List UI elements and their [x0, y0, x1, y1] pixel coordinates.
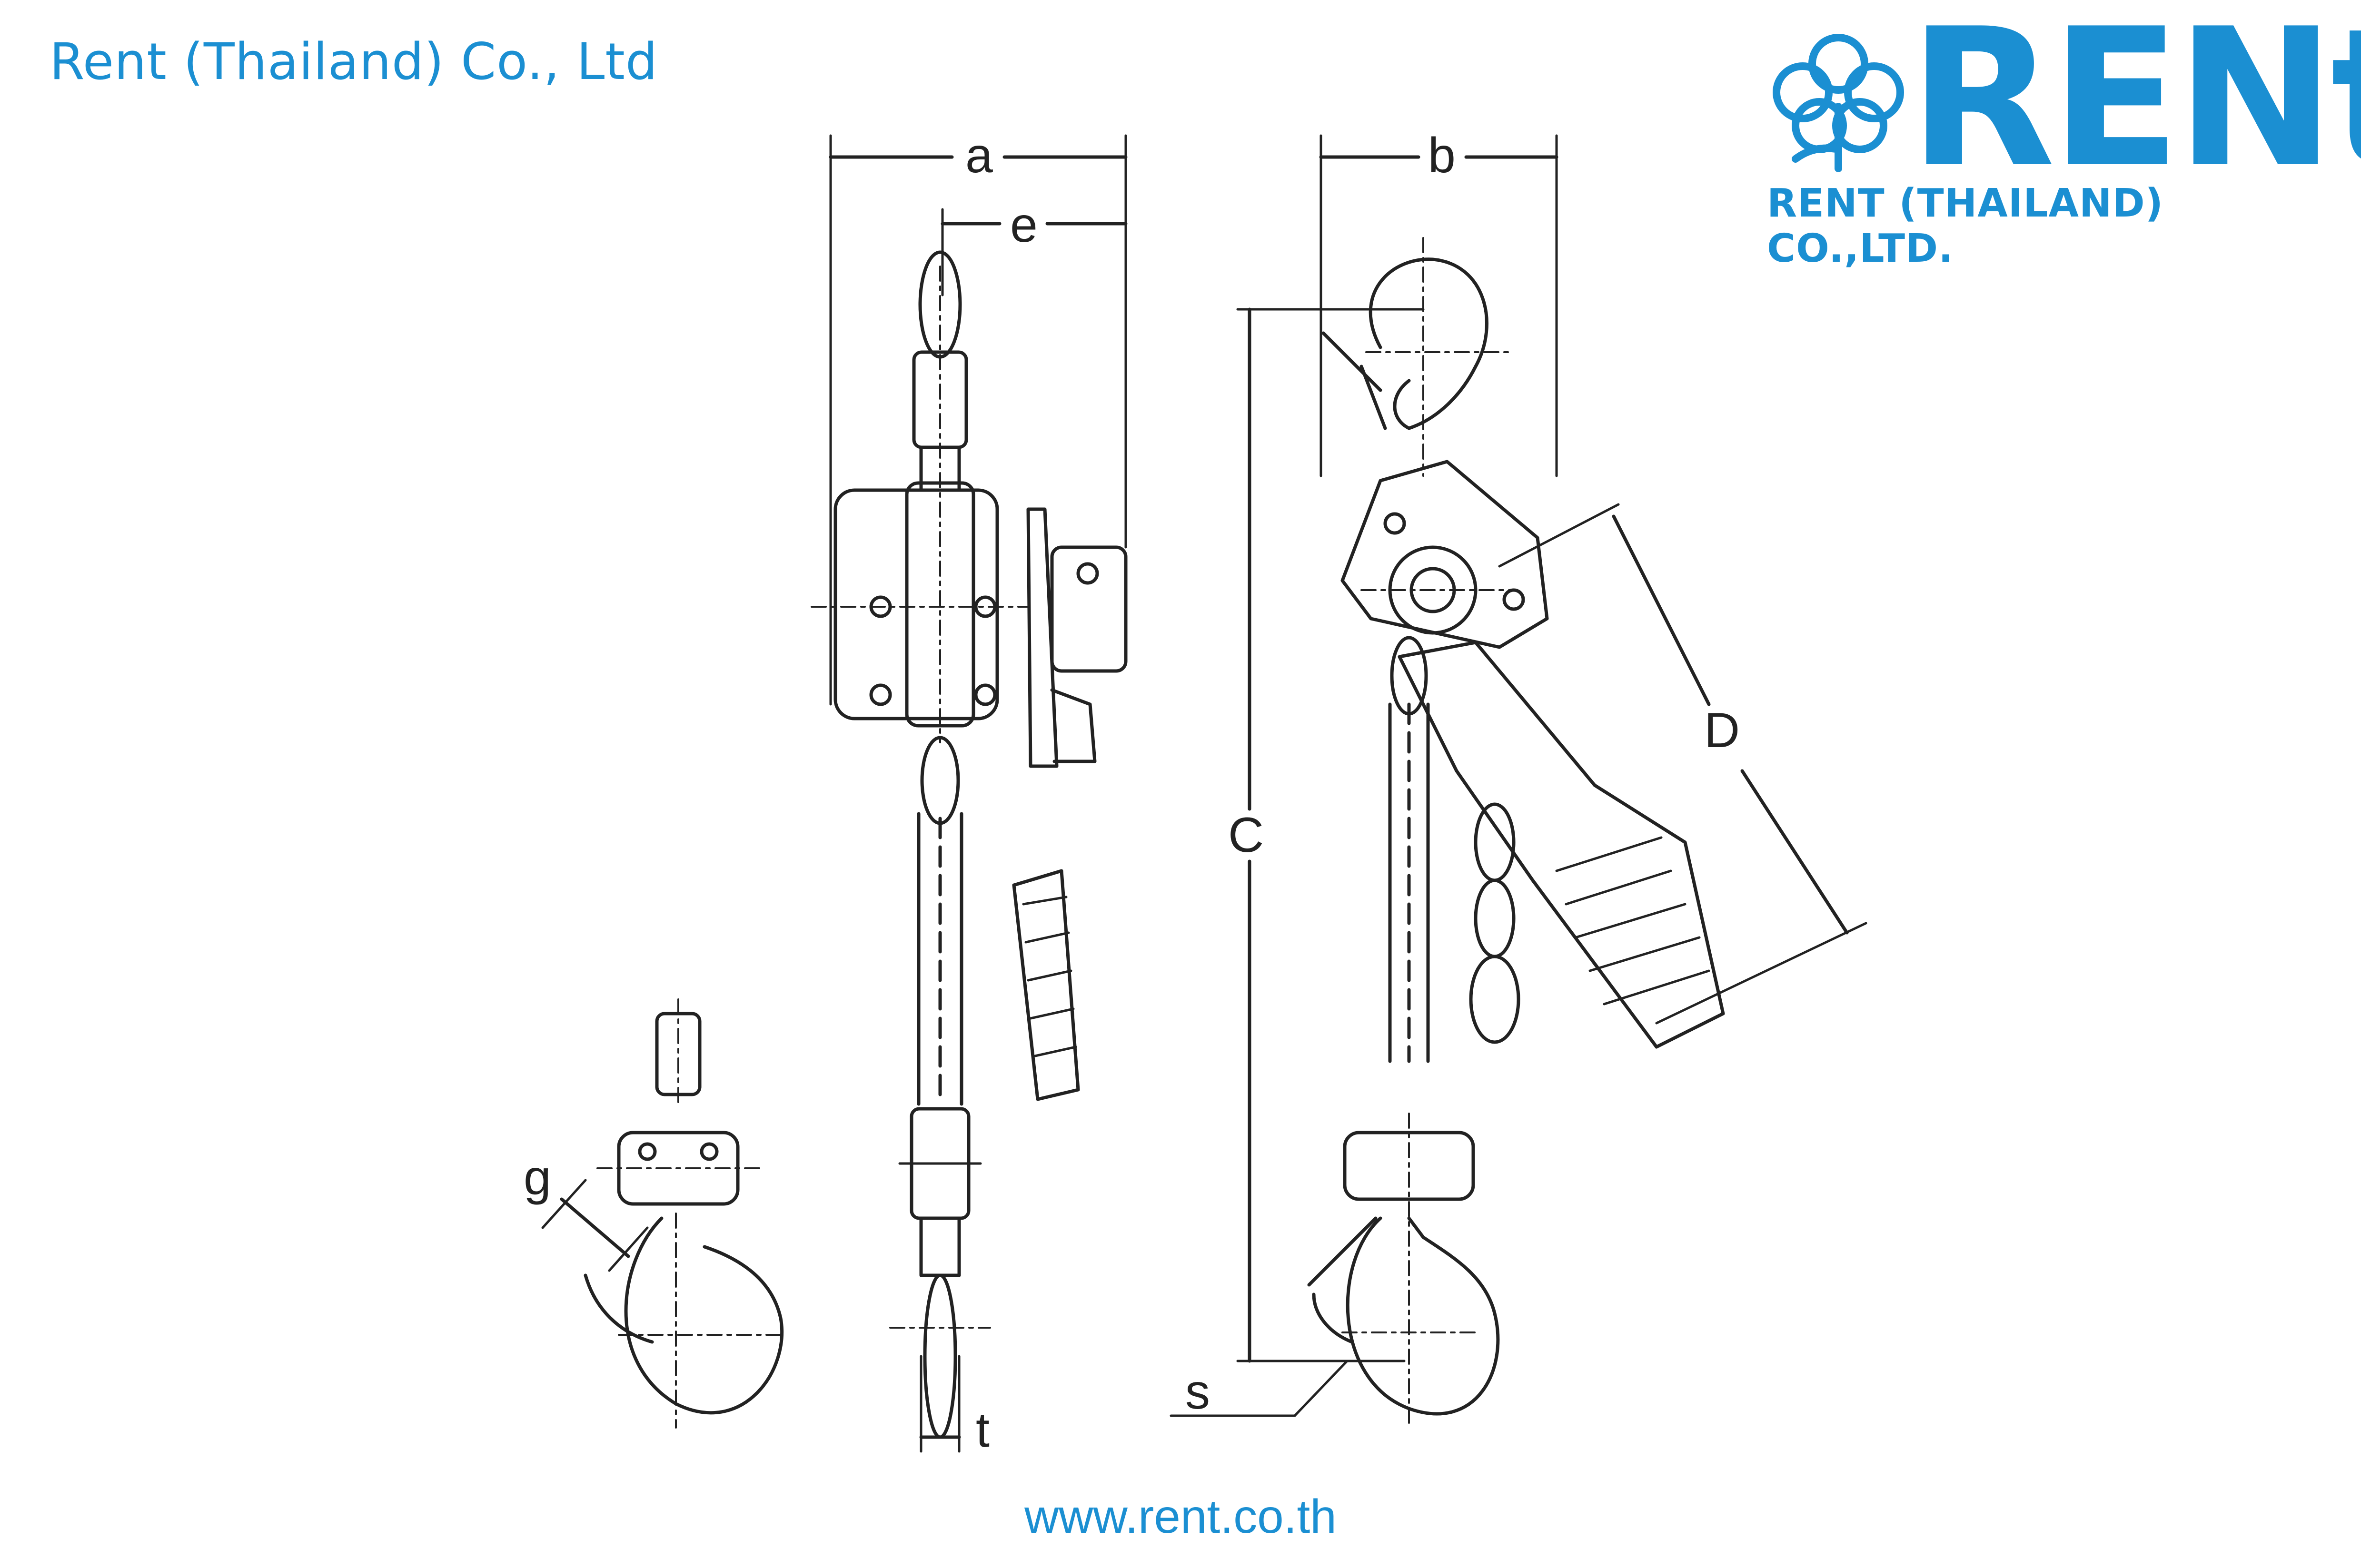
dimension-label-a: a	[965, 128, 993, 183]
dimension-label-d: D	[1704, 703, 1740, 758]
logo-subtitle: RENT (THAILAND) CO.,LTD.	[1767, 181, 2164, 271]
dimension-label-g: g	[524, 1150, 551, 1205]
front-view	[811, 134, 1128, 1453]
dimension-label-t: t	[976, 1402, 990, 1458]
flower-logo-icon	[1773, 34, 1904, 172]
dimension-label-s: s	[1185, 1364, 1210, 1420]
website-url[interactable]: www.rent.co.th	[1024, 1490, 1337, 1543]
hook-detail-view	[541, 998, 786, 1429]
dimension-label-b: b	[1428, 128, 1456, 183]
dimension-label-e: e	[1010, 197, 1038, 253]
side-view	[1170, 134, 1867, 1429]
dimension-label-c: C	[1228, 808, 1264, 863]
company-name: Rent (Thailand) Co., Ltd	[50, 32, 658, 91]
logo-wordmark: RENt	[1909, 0, 2361, 209]
